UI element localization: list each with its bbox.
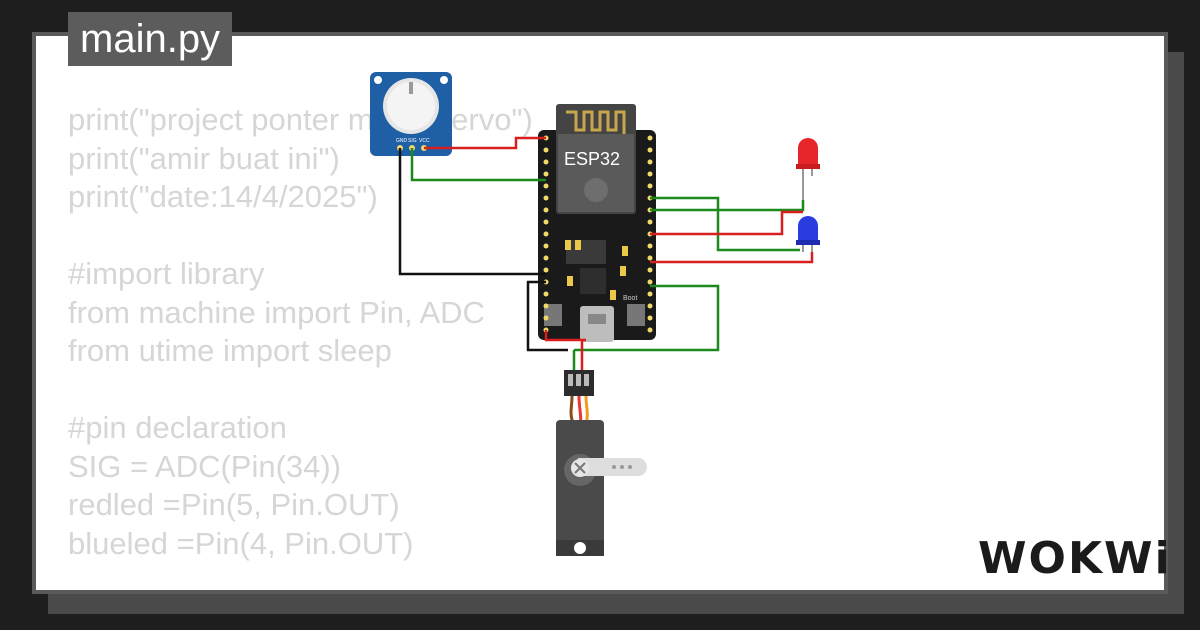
esp32-board[interactable]: ESP32 Boot: [538, 104, 656, 342]
pot-pin-sig: SIG: [408, 138, 417, 144]
code-line: print("amir buat ini"): [68, 140, 340, 176]
potentiometer[interactable]: GND SIG VCC: [370, 72, 452, 156]
code-line: print("date:14/4/2025"): [68, 179, 378, 214]
servo-motor[interactable]: [556, 370, 647, 556]
pot-pin-gnd: GND: [396, 138, 408, 144]
esp32-label: ESP32: [564, 149, 620, 169]
code-line: SIG = ADC(Pin(34)): [68, 448, 342, 484]
code-line: from utime import sleep: [68, 333, 392, 368]
code-line: #import library: [68, 256, 265, 291]
filename-tab[interactable]: main.py: [68, 12, 233, 66]
wokwi-logo: WOKWi: [978, 533, 1172, 584]
code-preview: print("project ponter meter servo")print…: [68, 101, 533, 563]
code-line: from machine import Pin, ADC: [68, 294, 485, 330]
red-led[interactable]: [796, 138, 820, 200]
code-line: blueled =Pin(4, Pin.OUT): [68, 525, 414, 561]
wires: [398, 136, 814, 372]
smd-components: [565, 240, 628, 300]
blue-led[interactable]: [796, 216, 820, 262]
code-line: #pin declaration: [68, 410, 287, 445]
boot-label: Boot: [623, 295, 637, 302]
code-line: redled =Pin(5, Pin.OUT): [68, 487, 400, 522]
pot-pin-vcc: VCC: [419, 138, 430, 144]
